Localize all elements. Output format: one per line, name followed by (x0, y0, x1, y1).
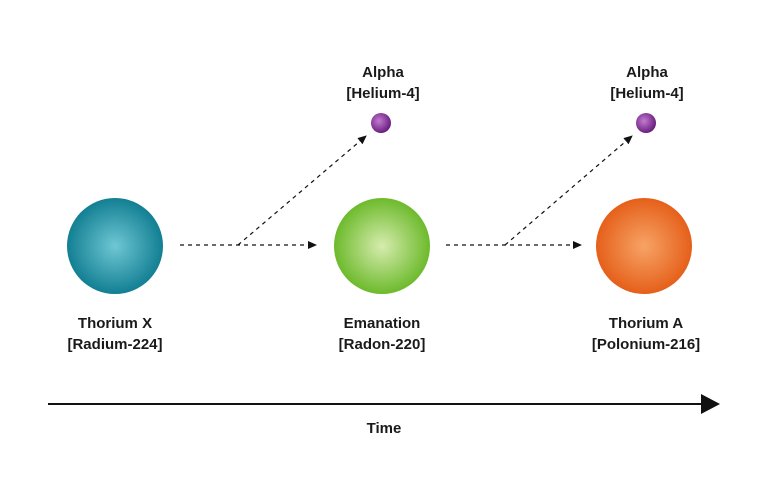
thorium-a-nucleus (596, 198, 692, 294)
emanation-label: Emanation [Radon-220] (292, 313, 472, 355)
time-label-text: Time (366, 420, 402, 437)
thorium-x-label: Thorium X [Radium-224] (25, 313, 205, 355)
thorium-x-isotope: [Radium-224] (67, 336, 163, 353)
time-axis-label: Time (294, 418, 474, 439)
alpha-2-name: Alpha (626, 64, 668, 81)
alpha-2-isotope: [Helium-4] (610, 85, 684, 102)
alpha-1-isotope: [Helium-4] (346, 85, 420, 102)
thorium-x-nucleus (67, 198, 163, 294)
alpha-label-2: Alpha [Helium-4] (557, 62, 737, 104)
thorium-x-name: Thorium X (77, 315, 153, 332)
time-axis-arrowhead (701, 394, 720, 414)
alpha-emission-arrow-2 (504, 135, 633, 246)
emanation-nucleus (334, 198, 430, 294)
alpha-label-1: Alpha [Helium-4] (293, 62, 473, 104)
thorium-a-name: Thorium A (608, 315, 684, 332)
alpha-particle-2 (636, 113, 656, 133)
emanation-isotope: [Radon-220] (338, 336, 426, 353)
alpha-1-name: Alpha (362, 64, 404, 81)
emanation-name: Emanation (343, 315, 421, 332)
thorium-a-label: Thorium A [Polonium-216] (556, 313, 736, 355)
alpha-particle-1 (371, 113, 391, 133)
thorium-a-isotope: [Polonium-216] (591, 336, 701, 353)
